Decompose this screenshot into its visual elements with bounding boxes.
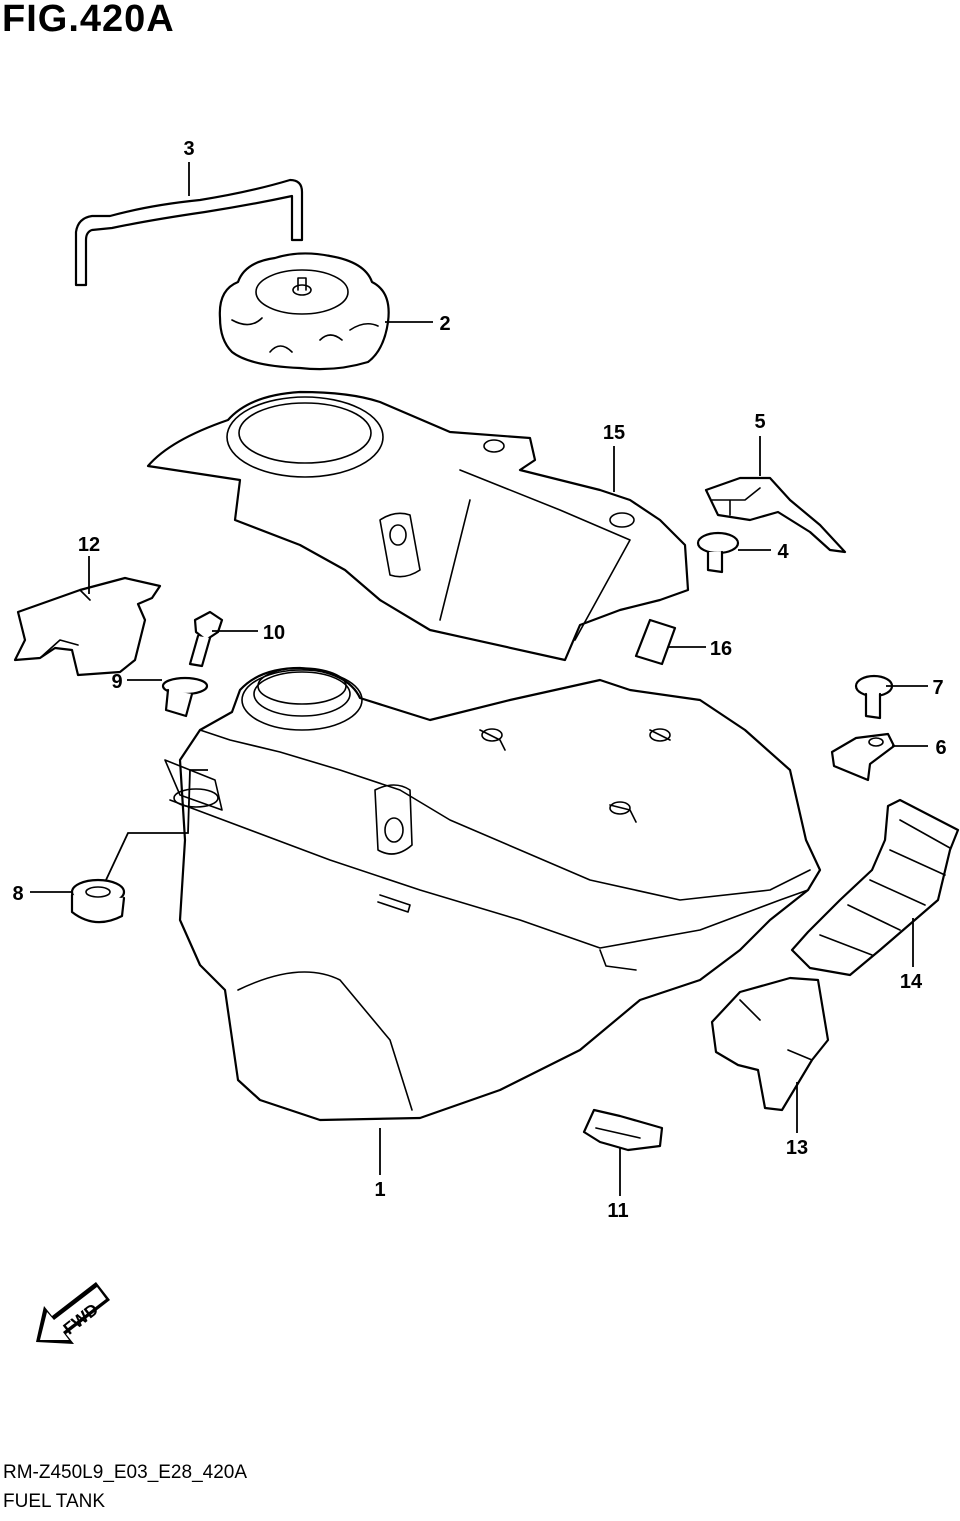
callout-16: 16	[710, 638, 732, 660]
part-6-nut-plate[interactable]	[830, 732, 896, 782]
callout-5: 5	[754, 411, 765, 433]
part-7-screw[interactable]	[854, 674, 894, 720]
part-12-bracket[interactable]	[13, 576, 162, 677]
leader-lines	[30, 162, 928, 1196]
part-2-fuel-cap[interactable]	[218, 252, 390, 371]
callout-7: 7	[932, 677, 943, 699]
part-15-tank-cover[interactable]	[146, 390, 690, 662]
figure-code: RM-Z450L9_E03_E28_420A	[3, 1462, 248, 1483]
part-4-screw[interactable]	[696, 531, 740, 574]
callout-2: 2	[439, 313, 450, 335]
part-13-bracket[interactable]	[710, 976, 830, 1112]
callout-14: 14	[900, 971, 923, 993]
callout-15: 15	[603, 422, 625, 444]
callout-1: 1	[374, 1179, 385, 1201]
part-3-vent-hose[interactable]	[74, 178, 304, 287]
callout-9: 9	[111, 671, 122, 693]
callout-10: 10	[263, 622, 285, 644]
callout-6: 6	[935, 737, 946, 759]
part-5-clip[interactable]	[704, 476, 847, 554]
callout-13: 13	[786, 1137, 808, 1159]
figure-name: FUEL TANK	[3, 1491, 106, 1512]
callout-12: 12	[78, 534, 100, 556]
callout-labels: 1 2 3 4 5 6 7 8 9 10 11 12 13 14 15 16	[12, 138, 946, 1222]
callout-3: 3	[183, 138, 194, 160]
part-8-grommet[interactable]	[70, 878, 126, 924]
callout-4: 4	[777, 541, 789, 563]
callout-11: 11	[607, 1200, 628, 1222]
part-14-heat-guard[interactable]	[790, 798, 960, 977]
part-9-collar[interactable]	[161, 676, 209, 718]
fwd-arrow-icon: FWD	[36, 1282, 110, 1344]
part-1-fuel-tank[interactable]	[164, 666, 822, 1122]
callout-8: 8	[12, 883, 23, 905]
part-11-cushion[interactable]	[582, 1108, 664, 1152]
part-16-pad[interactable]	[634, 618, 677, 666]
figure-title: FIG.420A	[2, 0, 175, 40]
part-10-bolt[interactable]	[188, 610, 224, 668]
